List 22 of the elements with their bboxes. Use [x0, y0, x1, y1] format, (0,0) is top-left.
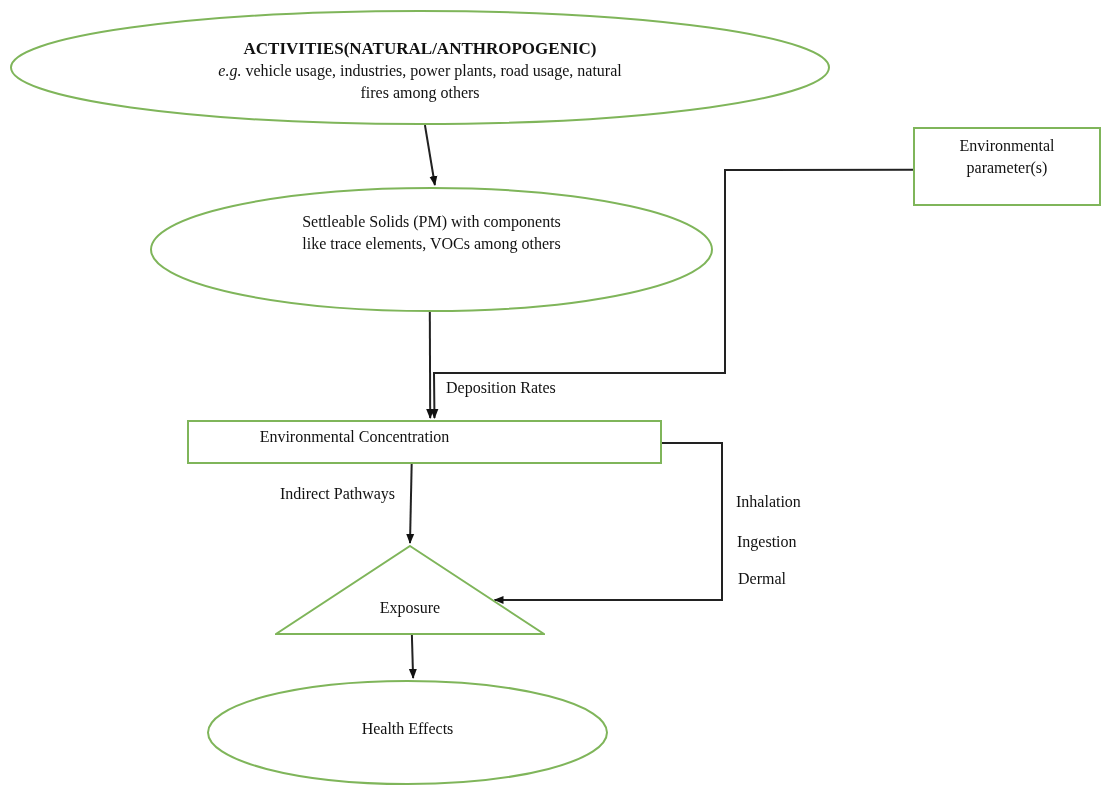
arrow [493, 441, 723, 604]
arrow [408, 634, 417, 679]
process-box [913, 127, 1101, 206]
pathway-label: Ingestion [737, 532, 797, 553]
node-title: ACTIVITIES(NATURAL/ANTHROPOGENIC) [243, 38, 597, 60]
arrow [430, 168, 914, 419]
node-text: Exposure [379, 598, 441, 619]
pathway-label: Inhalation [736, 492, 801, 512]
ellipse-node [150, 187, 713, 312]
arrow [426, 311, 435, 419]
arrow [423, 124, 438, 186]
triangle-node [275, 545, 545, 635]
node-text: Health Effects [361, 719, 454, 739]
node-text: Environmental parameter(s) [958, 136, 1056, 179]
ellipse-node [10, 10, 830, 125]
pathway-label: Dermal [738, 569, 786, 589]
node-text: Environmental Concentration [259, 427, 450, 447]
node-text: Settleable Solids (PM) with components like trace elements, VOCs among others [301, 212, 562, 255]
ellipse-node [207, 680, 608, 785]
node-text: e.g. vehicle usage, industries, power plants, road usage, natural fires among others [217, 61, 623, 104]
arrow [406, 463, 415, 544]
process-box [187, 420, 662, 464]
